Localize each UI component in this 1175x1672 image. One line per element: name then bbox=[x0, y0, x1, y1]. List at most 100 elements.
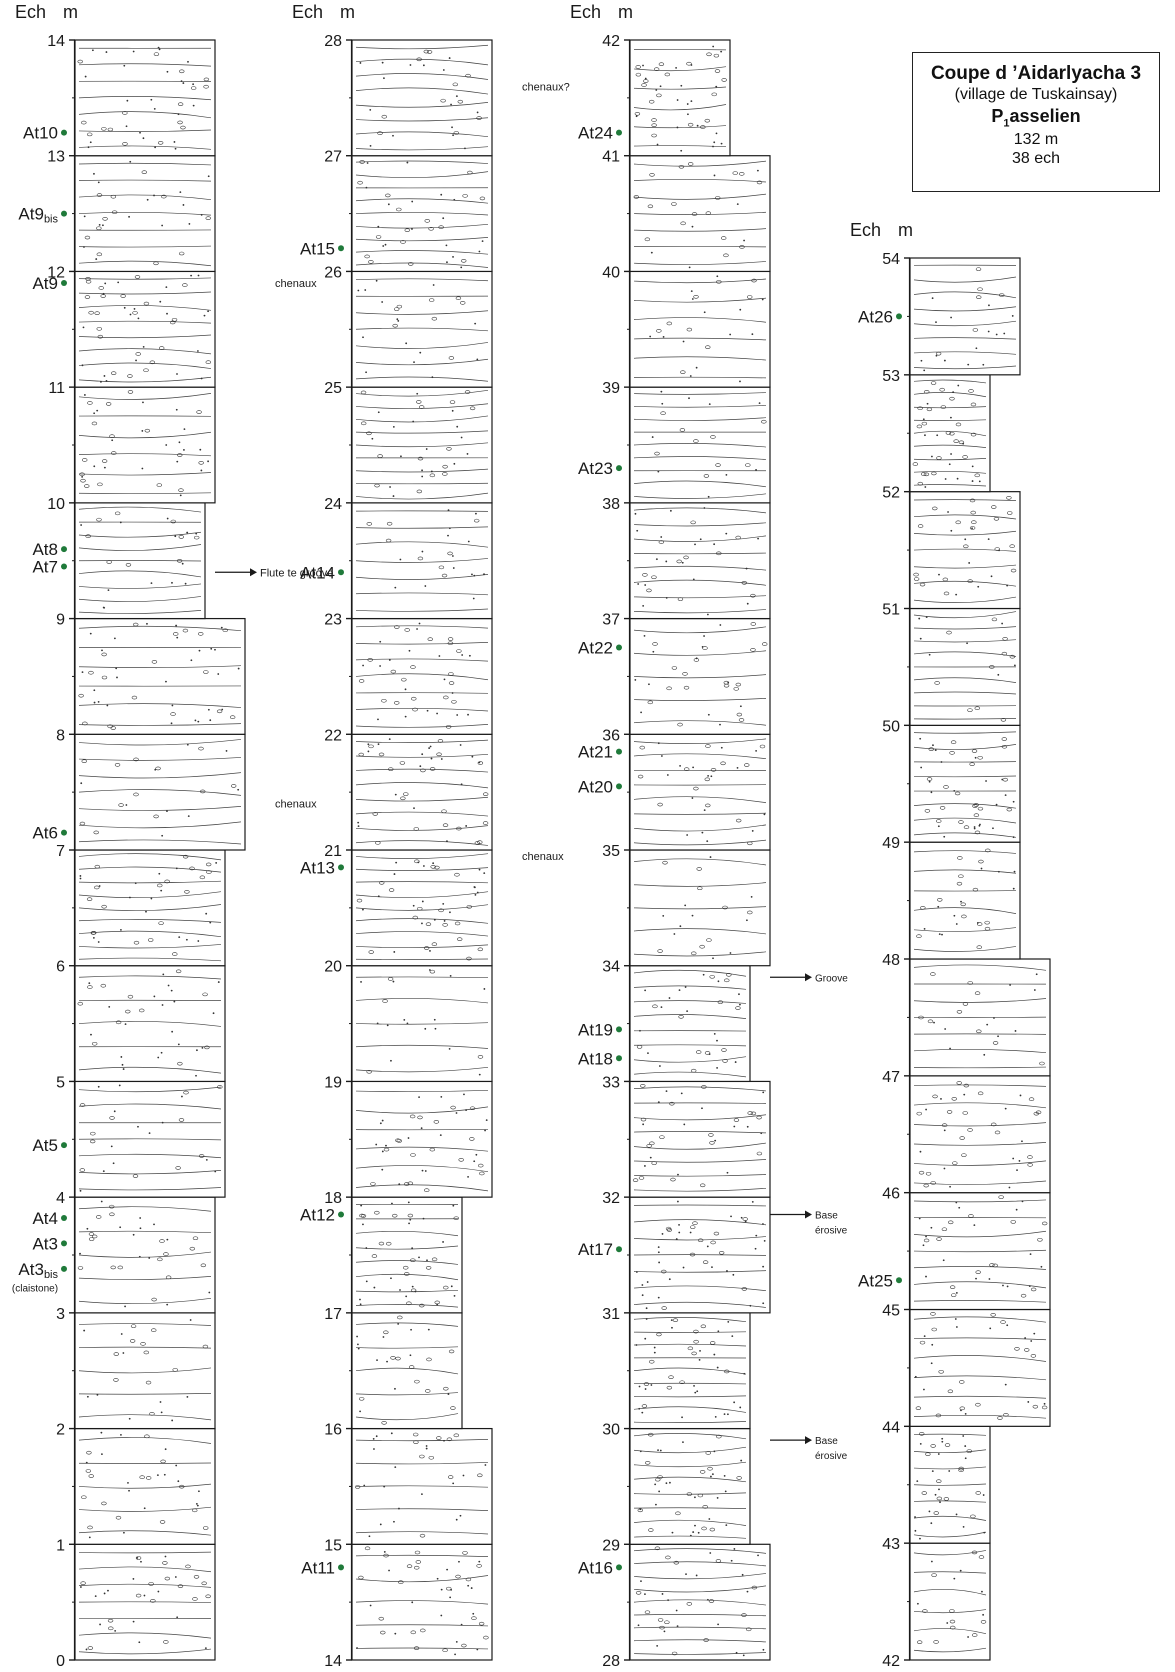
lithology-bed bbox=[75, 1081, 225, 1197]
depth-tick-label: 28 bbox=[602, 1653, 620, 1667]
figure-subtitle: (village de Tuskainsay) bbox=[913, 86, 1159, 104]
sample-marker: At9bis bbox=[18, 205, 67, 226]
sample-marker: At25 bbox=[858, 1271, 902, 1290]
sample-marker: At12 bbox=[300, 1206, 344, 1225]
sample-label: At9 bbox=[32, 274, 58, 293]
lithology-bed bbox=[910, 842, 1020, 959]
header-m: m bbox=[898, 220, 913, 240]
lithology-bed bbox=[75, 1313, 215, 1429]
depth-tick-label: 51 bbox=[882, 602, 900, 619]
sample-dot bbox=[338, 1564, 344, 1570]
lithology-bed bbox=[75, 966, 225, 1082]
lithology-bed bbox=[352, 1313, 462, 1429]
lithology-bed bbox=[910, 1193, 1050, 1310]
sample-dot bbox=[61, 130, 67, 136]
depth-tick-label: 47 bbox=[882, 1069, 900, 1086]
depth-tick-label: 38 bbox=[602, 496, 620, 513]
channel-note: chenaux bbox=[522, 851, 564, 863]
depth-tick-label: 30 bbox=[602, 1422, 620, 1439]
lithology-bed bbox=[75, 503, 205, 619]
depth-tick-label: 7 bbox=[56, 843, 65, 860]
depth-tick-label: 4 bbox=[56, 1190, 65, 1207]
lithology-bed bbox=[630, 40, 730, 156]
depth-tick-label: 33 bbox=[602, 1074, 620, 1091]
depth-tick-label: 13 bbox=[47, 149, 65, 166]
depth-tick-label: 8 bbox=[56, 727, 65, 744]
lithology-bed bbox=[630, 1429, 750, 1545]
lithology-bed bbox=[352, 1197, 462, 1313]
depth-tick-label: 35 bbox=[602, 843, 620, 860]
lithology-bed bbox=[910, 609, 1020, 726]
sample-label: At4 bbox=[32, 1209, 58, 1228]
sample-marker: At5 bbox=[32, 1136, 67, 1155]
lithology-bed bbox=[630, 1544, 770, 1660]
lithology-bed bbox=[75, 619, 245, 735]
depth-tick-label: 42 bbox=[882, 1653, 900, 1667]
lithology-bed bbox=[352, 387, 492, 503]
sample-marker: At16 bbox=[578, 1558, 622, 1577]
sample-label: At13 bbox=[300, 858, 335, 877]
depth-tick-label: 50 bbox=[882, 718, 900, 735]
sample-marker: At3bis bbox=[18, 1260, 67, 1281]
structure-note: érosive bbox=[815, 1451, 848, 1462]
lithology-bed bbox=[75, 734, 245, 850]
sample-dot bbox=[616, 1246, 622, 1252]
depth-tick-label: 46 bbox=[882, 1186, 900, 1203]
depth-tick-label: 52 bbox=[882, 485, 900, 502]
sample-dot bbox=[61, 830, 67, 836]
depth-tick-label: 5 bbox=[56, 1074, 65, 1091]
sample-label: At9bis bbox=[18, 205, 58, 226]
lithology-bed bbox=[910, 492, 1020, 609]
depth-tick-label: 17 bbox=[324, 1306, 342, 1323]
sample-marker: At26 bbox=[858, 307, 902, 326]
sample-label: At17 bbox=[578, 1240, 613, 1259]
structure-arrow-head bbox=[805, 1436, 812, 1444]
lithology-bed bbox=[352, 1429, 492, 1545]
sample-marker: At14 bbox=[300, 563, 344, 582]
depth-tick-label: 24 bbox=[324, 496, 342, 513]
sample-marker: At3 bbox=[32, 1234, 67, 1253]
lithology-bed bbox=[910, 1543, 990, 1660]
lithology-bed bbox=[352, 966, 492, 1082]
depth-tick-label: 40 bbox=[602, 264, 620, 281]
sample-marker: At13 bbox=[300, 858, 344, 877]
sample-dot bbox=[61, 1266, 67, 1272]
header-m: m bbox=[63, 2, 78, 22]
header-ech: Ech bbox=[850, 220, 881, 240]
depth-tick-label: 44 bbox=[882, 1419, 900, 1436]
lithology-bed bbox=[75, 40, 215, 156]
lithology-bed bbox=[910, 1426, 990, 1543]
depth-tick-label: 54 bbox=[882, 251, 900, 268]
sample-label: At3 bbox=[32, 1234, 58, 1253]
depth-tick-label: 27 bbox=[324, 149, 342, 166]
lithology-bed bbox=[630, 850, 770, 966]
sample-dot bbox=[616, 1026, 622, 1032]
sample-label: At20 bbox=[578, 777, 613, 796]
lithology-bed bbox=[910, 258, 1020, 375]
depth-tick-label: 16 bbox=[324, 1422, 342, 1439]
sample-marker: At11 bbox=[301, 1558, 344, 1577]
structure-note: érosive bbox=[815, 1226, 848, 1237]
header-ech: Ech bbox=[570, 2, 601, 22]
structure-note: Base bbox=[815, 1436, 838, 1447]
lithology-bed bbox=[352, 40, 492, 156]
lithology-bed bbox=[352, 1544, 492, 1660]
section-thickness: 132 m bbox=[913, 131, 1159, 149]
sample-dot bbox=[896, 1277, 902, 1283]
header-ech: Ech bbox=[292, 2, 323, 22]
channel-note: chenaux? bbox=[522, 81, 570, 93]
depth-tick-label: 39 bbox=[602, 380, 620, 397]
sample-label: At26 bbox=[858, 307, 893, 326]
sample-marker: At10 bbox=[23, 124, 67, 143]
lithology-bed bbox=[352, 619, 492, 735]
sample-dot bbox=[616, 783, 622, 789]
sample-label: At11 bbox=[301, 1558, 335, 1577]
sample-label: At15 bbox=[300, 239, 335, 258]
lithology-bed bbox=[75, 850, 225, 966]
header-ech: Ech bbox=[15, 2, 46, 22]
sample-marker: At22 bbox=[578, 639, 622, 658]
sample-marker: At8 bbox=[32, 540, 67, 559]
sample-marker: At24 bbox=[578, 124, 622, 143]
stage-name: P1asselien bbox=[913, 106, 1159, 130]
structure-note: Base bbox=[815, 1211, 838, 1222]
